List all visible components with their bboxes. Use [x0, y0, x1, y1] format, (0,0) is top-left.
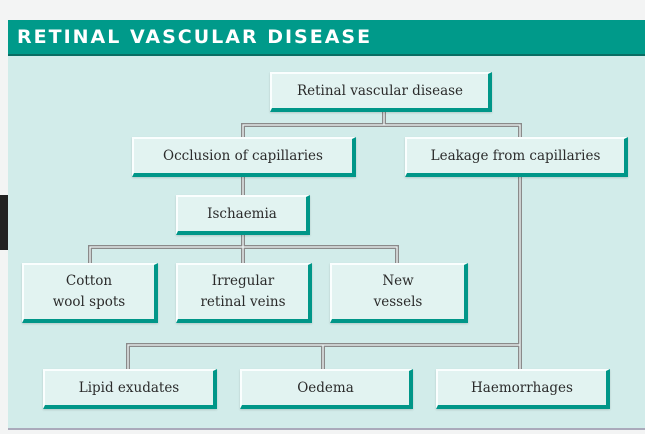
- node-new-vessels: New vessels: [330, 263, 468, 323]
- node-label: Occlusion of capillaries: [163, 147, 323, 164]
- node-retinal-vascular-disease: Retinal vascular disease: [270, 72, 492, 112]
- node-label: Leakage from capillaries: [430, 147, 601, 164]
- node-cotton-wool-spots: Cotton wool spots: [22, 263, 158, 323]
- diagram-title: RETINAL VASCULAR DISEASE: [17, 26, 373, 48]
- node-label: Lipid exudates: [78, 379, 180, 396]
- node-haemorrhages: Haemorrhages: [436, 369, 610, 409]
- node-label: New vessels: [374, 271, 423, 313]
- node-irregular-retinal-veins: Irregular retinal veins: [176, 263, 312, 323]
- node-label: Cotton wool spots: [53, 271, 125, 313]
- node-label: Retinal vascular disease: [296, 82, 464, 99]
- node-label: Oedema: [297, 379, 354, 396]
- node-oedema: Oedema: [240, 369, 413, 409]
- node-label-line: Cotton: [65, 273, 113, 289]
- node-label-line: wool spots: [52, 294, 126, 310]
- left-edge-object: [0, 195, 8, 250]
- node-ischaemia: Ischaemia: [176, 195, 310, 235]
- node-label-line: Irregular: [211, 273, 275, 289]
- node-label: Irregular retinal veins: [200, 271, 285, 313]
- node-lipid-exudates: Lipid exudates: [43, 369, 217, 409]
- node-occlusion-of-capillaries: Occlusion of capillaries: [132, 137, 356, 177]
- diagram-panel: RETINAL VASCULAR DISEASE: [8, 20, 645, 430]
- node-label: Haemorrhages: [471, 379, 573, 396]
- node-label: Ischaemia: [207, 205, 277, 222]
- node-label-line: vessels: [373, 294, 423, 310]
- node-label-line: retinal veins: [200, 294, 286, 310]
- node-label-line: New: [382, 273, 414, 289]
- header-bar: RETINAL VASCULAR DISEASE: [8, 20, 645, 56]
- node-leakage-from-capillaries: Leakage from capillaries: [405, 137, 628, 177]
